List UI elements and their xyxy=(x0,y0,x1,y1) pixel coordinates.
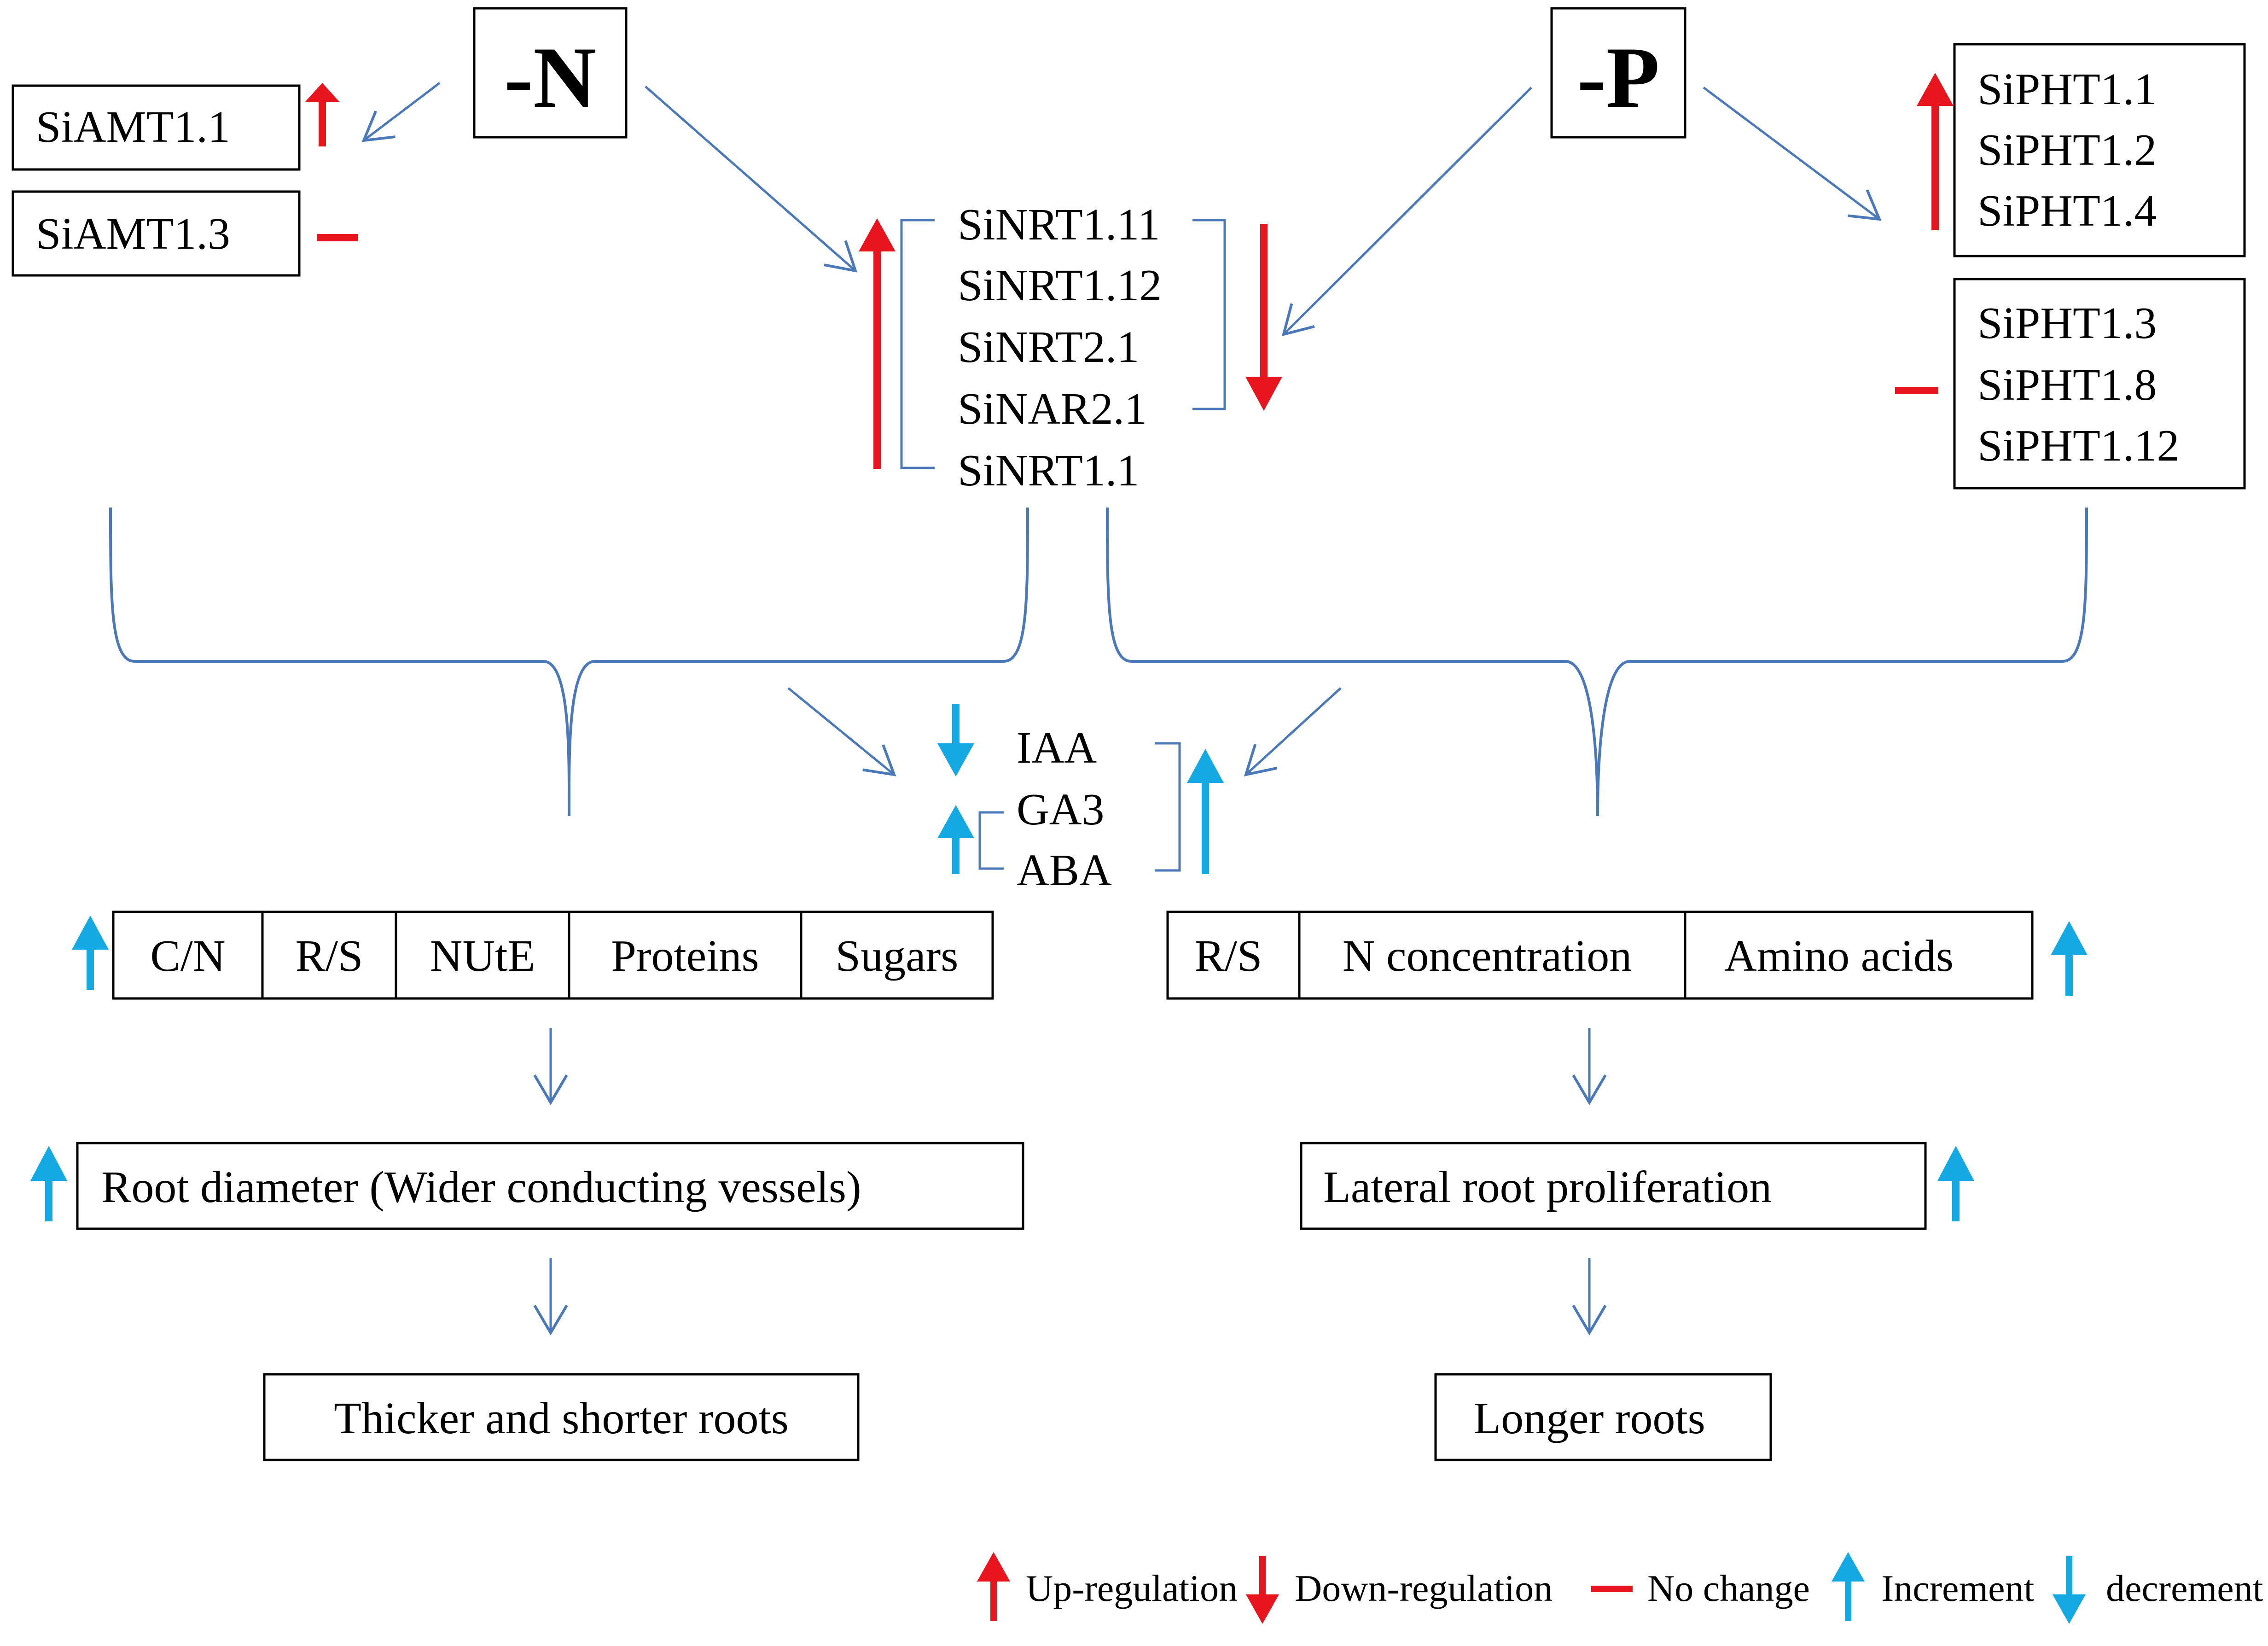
legend-no-change-label: No change xyxy=(1647,1567,1810,1609)
left-to-hormones-arrow xyxy=(787,687,896,776)
p-to-nrt-arrow xyxy=(1281,87,1532,337)
sipht-nochange-gene-2: SiPHT1.12 xyxy=(1977,421,2179,471)
siamt1-3-label: SiAMT1.3 xyxy=(36,209,230,259)
lateral-root-box xyxy=(1300,1142,1927,1230)
lateral-root-up-arrow xyxy=(1937,1146,1974,1221)
sinrt-down-arrow xyxy=(1245,224,1282,411)
right-cell-1: N concentration xyxy=(1343,931,1632,981)
longer-roots-label: Longer roots xyxy=(1473,1394,1705,1443)
legend-down-regulation-icon xyxy=(1246,1556,1279,1624)
sipht-up-box xyxy=(1953,43,2246,257)
right-brace xyxy=(1106,507,2088,817)
left-cell-3: Proteins xyxy=(611,931,759,981)
hormone-aba: ABA xyxy=(1017,846,1112,895)
minus-n-label: -N xyxy=(504,29,596,126)
lateral-root-label: Lateral root proliferation xyxy=(1323,1162,1772,1212)
left-table-up-arrow xyxy=(72,916,109,990)
legend-increment-icon xyxy=(1832,1552,1865,1621)
sinrt-gene-0: SiNRT1.11 xyxy=(958,200,1160,250)
sinrt-gene-2: SiNRT2.1 xyxy=(958,322,1139,372)
legend-decrement-label: decrement xyxy=(2106,1567,2263,1609)
legend: Up-regulation Down-regulation No change … xyxy=(977,1552,2263,1624)
left-brace xyxy=(109,507,1029,817)
sipht-nochange-gene-1: SiPHT1.8 xyxy=(1977,360,2157,410)
ga3-up-arrow xyxy=(937,805,974,874)
legend-up-regulation-icon xyxy=(977,1552,1010,1621)
n-to-amt-arrow xyxy=(361,82,441,142)
left-cell-4: Sugars xyxy=(836,931,959,981)
right-cell-0: R/S xyxy=(1194,931,1262,981)
sinrt-up-arrow xyxy=(859,218,896,469)
sipht-up-gene-0: SiPHT1.1 xyxy=(1977,64,2157,114)
siamt1-3-box xyxy=(12,190,301,277)
legend-increment-label: Increment xyxy=(1881,1567,2035,1609)
thicker-roots-box xyxy=(263,1373,860,1461)
right-table-up-arrow xyxy=(2051,921,2088,996)
right-to-hormones-arrow xyxy=(1244,687,1342,776)
root-diameter-up-arrow xyxy=(30,1146,67,1221)
siamt1-1-up-arrow xyxy=(305,83,340,146)
left-cell-1: R/S xyxy=(295,931,363,981)
legend-down-regulation-label: Down-regulation xyxy=(1295,1567,1553,1609)
minus-p-label: -P xyxy=(1577,29,1659,126)
sinrt-gene-list: SiNRT1.11 SiNRT1.12 SiNRT2.1 SiNAR2.1 Si… xyxy=(958,200,1162,496)
right-table: R/S N concentration Amino acids xyxy=(1166,911,2034,1000)
thicker-roots-label: Thicker and shorter roots xyxy=(334,1394,789,1443)
left-table: C/N R/S NUtE Proteins Sugars xyxy=(112,911,994,1000)
sipht-up-gene-1: SiPHT1.2 xyxy=(1977,125,2157,175)
hormones-right-bracket xyxy=(1155,742,1181,872)
sipht-up-gene-2: SiPHT1.4 xyxy=(1977,186,2157,236)
siamt1-1-box xyxy=(12,84,301,171)
right-cell-2: Amino acids xyxy=(1724,931,1954,981)
ga3-aba-bracket xyxy=(978,811,1004,870)
longer-roots-box xyxy=(1434,1373,1772,1461)
sipht-nochange-gene-0: SiPHT1.3 xyxy=(1977,298,2157,348)
minus-p-box xyxy=(1550,7,1686,139)
root-diameter-label: Root diameter (Wider conducting vessels) xyxy=(101,1162,861,1212)
hormone-ga3: GA3 xyxy=(1017,785,1105,835)
siamt1-1-label: SiAMT1.1 xyxy=(36,102,230,152)
n-to-nrt-arrow xyxy=(645,86,858,273)
minus-n-box xyxy=(473,7,628,139)
left-cell-0: C/N xyxy=(150,931,225,981)
sinrt-left-bracket xyxy=(900,219,935,469)
sinrt-gene-1: SiNRT1.12 xyxy=(958,261,1162,310)
sinrt-gene-4: SiNRT1.1 xyxy=(958,446,1139,496)
p-to-pht-arrow xyxy=(1703,86,1882,221)
sipht-nochange-box xyxy=(1953,278,2246,490)
sipht-up-arrow xyxy=(1917,73,1954,230)
root-diameter-box xyxy=(76,1142,1024,1230)
hormone-iaa: IAA xyxy=(1017,723,1097,773)
sinrt-gene-3: SiNAR2.1 xyxy=(958,384,1147,434)
legend-decrement-icon xyxy=(2053,1556,2086,1624)
iaa-down-arrow xyxy=(937,704,974,776)
left-cell-2: NUtE xyxy=(430,931,535,981)
sinrt-right-bracket xyxy=(1192,219,1226,410)
aba-up-arrow xyxy=(1187,749,1224,874)
legend-up-regulation-label: Up-regulation xyxy=(1026,1567,1238,1609)
